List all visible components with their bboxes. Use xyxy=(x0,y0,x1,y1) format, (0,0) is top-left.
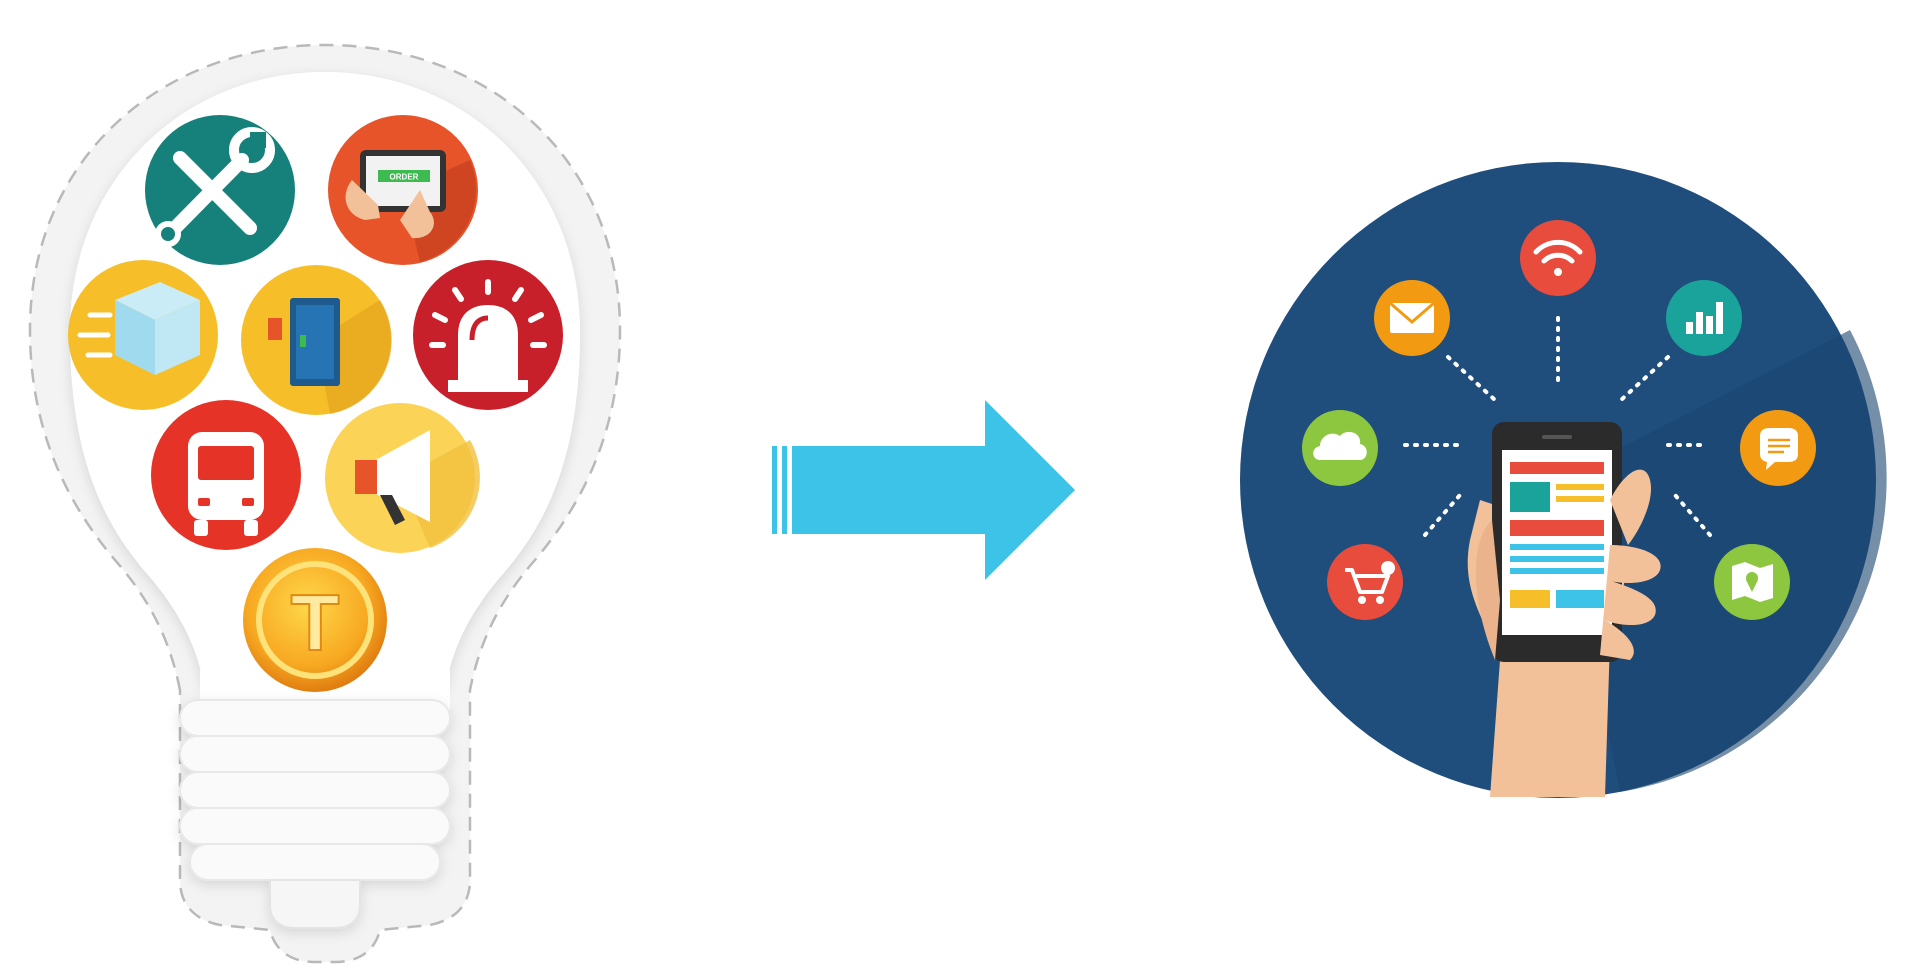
cloud-icon xyxy=(1302,410,1378,486)
bulb-tip xyxy=(269,879,361,929)
fingers xyxy=(1600,545,1661,660)
dotted-connectors xyxy=(1403,316,1712,537)
bulb-thread-4 xyxy=(179,807,451,845)
coin-icon: T xyxy=(243,548,387,692)
chat-icon xyxy=(1740,410,1816,486)
chart-icon xyxy=(1666,280,1742,356)
bulb-thread-5 xyxy=(189,843,441,881)
thumb xyxy=(1610,469,1651,545)
bus-icon xyxy=(151,400,301,550)
bulb-base xyxy=(179,699,451,929)
mobile-network-illustration xyxy=(1240,162,1887,798)
map-icon xyxy=(1714,544,1790,620)
arrow-stripe-2 xyxy=(782,446,787,534)
bulb-thread-1 xyxy=(179,699,451,737)
phone-speaker xyxy=(1542,435,1572,439)
bulb-thread-2 xyxy=(179,735,451,773)
order-label: ORDER xyxy=(390,173,419,182)
mail-icon xyxy=(1374,280,1450,356)
hand-holding-phone xyxy=(1467,422,1661,797)
package-delivery-icon xyxy=(68,260,218,410)
light-bulb: ORDER xyxy=(28,43,622,964)
arrow-stripe-1 xyxy=(772,446,777,534)
bulb-thread-3 xyxy=(179,771,451,809)
megaphone-icon xyxy=(325,403,480,553)
alarm-siren-icon xyxy=(413,260,563,410)
cart-icon xyxy=(1327,544,1403,620)
screen-content xyxy=(1510,462,1604,608)
coin-letter: T xyxy=(291,578,340,667)
tablet-order-icon: ORDER xyxy=(328,115,478,265)
arrow-right-icon xyxy=(772,400,1075,580)
door-icon xyxy=(241,265,392,415)
arrow-body xyxy=(792,400,1075,580)
palm-left xyxy=(1475,520,1500,660)
tools-icon xyxy=(145,115,295,265)
wifi-icon xyxy=(1520,220,1596,296)
